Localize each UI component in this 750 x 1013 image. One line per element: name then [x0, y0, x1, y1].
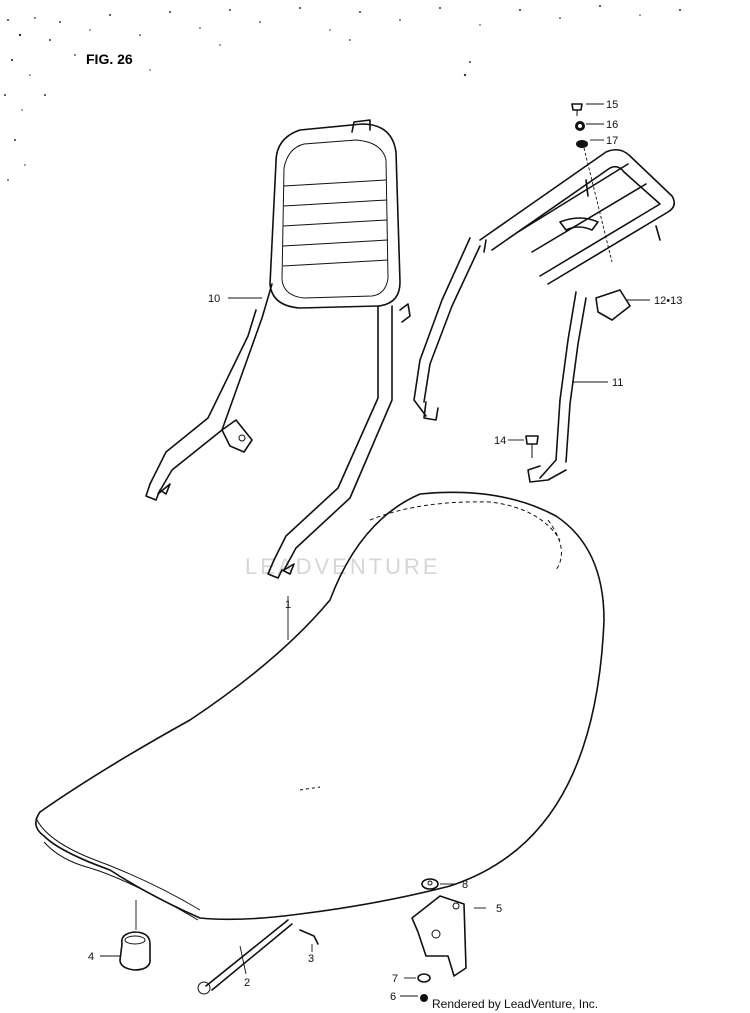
credit-text: Rendered by LeadVenture, Inc.: [432, 997, 598, 1011]
callout-2: 2: [244, 977, 250, 989]
callout-4: 4: [88, 951, 94, 963]
callout-11: 11: [612, 377, 623, 389]
callout-1: 1: [285, 599, 291, 611]
rear-carrier: [413, 148, 676, 483]
callout-15: 15: [606, 99, 618, 111]
callout-14: 14: [494, 435, 506, 447]
callout-17: 17: [606, 135, 618, 147]
callout-7: 7: [392, 973, 398, 985]
grommet-4: [119, 931, 151, 971]
callout-6: 6: [390, 991, 396, 1003]
backrest-sissy-bar: [145, 119, 411, 579]
callout-3: 3: [308, 953, 314, 965]
rod-2: [197, 919, 293, 995]
scan-noise: [4, 5, 681, 181]
callout-12-13: 12•13: [654, 295, 682, 307]
callout-8: 8: [462, 879, 468, 891]
seat: [35, 491, 605, 921]
figure-label: FIG. 26: [86, 51, 133, 67]
hardware-15-16-17: [571, 103, 613, 263]
leader-lines: [100, 103, 650, 997]
callout-16: 16: [606, 119, 618, 131]
bolt-14: [525, 435, 539, 458]
callout-5: 5: [496, 903, 502, 915]
callout-10: 10: [208, 293, 220, 305]
clip-3: [299, 929, 319, 945]
bracket-5: [411, 878, 467, 1002]
